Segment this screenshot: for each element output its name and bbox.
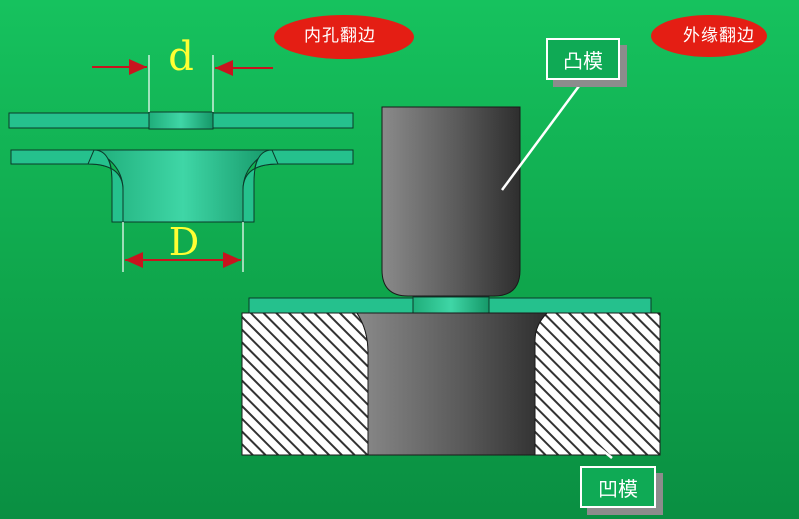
flat-sheet-with-hole — [8, 111, 354, 130]
die-body-right — [534, 312, 661, 456]
label-die: 凹模 — [580, 466, 656, 508]
label-punch: 凸模 — [546, 38, 620, 80]
dimension-D: D — [169, 220, 199, 264]
punch — [381, 106, 521, 297]
die-body — [241, 312, 369, 456]
punch-leader — [500, 81, 584, 191]
badge-inner-flanging: 内孔翻边 — [304, 26, 376, 46]
badge-outer-flanging: 外缘翻边 — [683, 26, 755, 46]
flanged-sheet — [10, 149, 354, 223]
dimension-d: d — [168, 34, 194, 80]
badge-inner-flanging-bg — [274, 15, 414, 59]
badge-outer-flanging-bg — [651, 15, 767, 57]
die-leader — [569, 423, 613, 459]
die-cavity — [356, 312, 549, 456]
